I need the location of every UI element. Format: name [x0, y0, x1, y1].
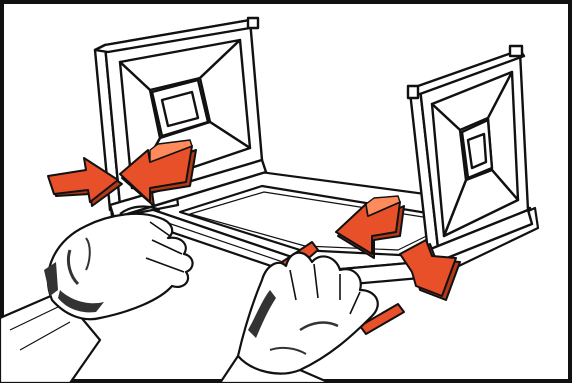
- left-hand: [0, 207, 193, 383]
- right-hand: [220, 253, 378, 383]
- right-end-panel: [408, 46, 532, 264]
